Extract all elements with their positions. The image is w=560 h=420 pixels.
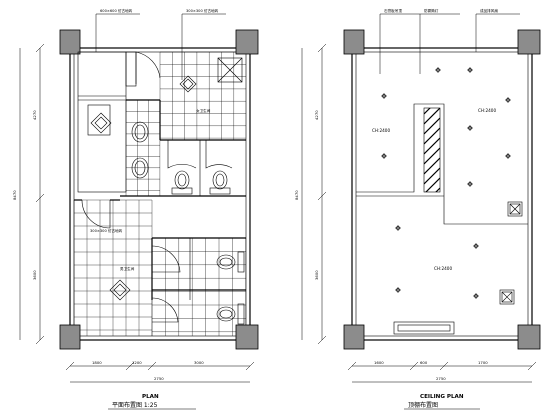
plan-dim-left-3: 3600 bbox=[32, 270, 37, 280]
plan-outer-wall bbox=[69, 47, 251, 341]
washbasin-1 bbox=[131, 121, 149, 143]
stall-door-4 bbox=[151, 297, 179, 323]
column-bottom-left bbox=[59, 324, 81, 350]
plan-dim-overall: 2750 bbox=[154, 376, 164, 381]
door-men bbox=[81, 199, 111, 229]
plan-dim-bottom-3: 3000 bbox=[194, 360, 204, 365]
door-entry-top bbox=[125, 51, 161, 87]
ceiling-dim-bottom-1: 1600 bbox=[374, 360, 384, 365]
ceiling-subtitle: 顶棚布置图 bbox=[408, 401, 438, 409]
ceiling-height-1: CH:2400 bbox=[372, 128, 390, 133]
column-top-left bbox=[59, 29, 81, 55]
ceiling-inner-wall bbox=[355, 51, 529, 337]
ceiling-dim-bottom-2: 600 bbox=[420, 360, 428, 365]
plan-dim-left-2: 8470 bbox=[12, 190, 17, 200]
ceiling-dim-left-3: 3600 bbox=[314, 270, 319, 280]
plan-callout-2: 300×300 仿古地砖 bbox=[186, 8, 219, 13]
stall-door-2 bbox=[205, 140, 233, 169]
floor-tile-grid bbox=[73, 51, 246, 336]
plan-subtitle: 平面布置图 1:25 bbox=[112, 401, 158, 409]
plan-dim-bottom-1: 1800 bbox=[92, 360, 102, 365]
toilet-1 bbox=[171, 170, 193, 195]
downlight-6 bbox=[505, 97, 511, 103]
downlight-12 bbox=[435, 67, 441, 73]
toilet-2 bbox=[209, 170, 231, 195]
toilet-4 bbox=[216, 303, 245, 325]
downlight-8 bbox=[395, 225, 401, 231]
ceiling-dim-overall: 2750 bbox=[436, 376, 446, 381]
column-bottom-right bbox=[235, 324, 259, 350]
exhaust-fan-1 bbox=[507, 201, 523, 217]
plant-decor-2 bbox=[179, 75, 197, 93]
ceiling-dim-left-1: 4270 bbox=[314, 110, 319, 120]
downlight-1 bbox=[381, 93, 387, 99]
washbasin-2 bbox=[131, 157, 149, 179]
plant-decor-1 bbox=[90, 112, 112, 134]
ceiling-outer-wall bbox=[351, 47, 533, 341]
ceiling-dim-left-2: 8470 bbox=[294, 190, 299, 200]
ceiling-column-bottom-left bbox=[343, 324, 365, 350]
column-top-right bbox=[235, 29, 259, 55]
plan-inner-wall bbox=[73, 51, 247, 337]
downlight-10 bbox=[395, 287, 401, 293]
ceiling-callout-1: 石膏板吊顶 bbox=[384, 8, 402, 13]
ceiling-callout-2: 防雾筒灯 bbox=[424, 8, 439, 13]
exhaust-fan-2 bbox=[499, 289, 515, 305]
room-label-women: 女卫生间 bbox=[196, 108, 211, 113]
plan-callout-3: 300×300 仿古地砖 bbox=[90, 228, 123, 233]
stall-door-1 bbox=[167, 140, 197, 169]
ceiling-title: CEILING PLAN bbox=[420, 394, 464, 400]
ceiling-height-3: CH:2400 bbox=[434, 266, 452, 271]
ceiling-height-2: CH:2400 bbox=[478, 108, 496, 113]
plan-dim-left-1: 4270 bbox=[32, 110, 37, 120]
vanity-counter bbox=[77, 51, 127, 193]
ceiling-callout-3: 成品排风扇 bbox=[480, 8, 498, 13]
ceiling-column-top-right bbox=[517, 29, 541, 55]
downlight-group bbox=[381, 67, 511, 299]
ceiling-column-bottom-right bbox=[517, 324, 541, 350]
downlight-3 bbox=[467, 67, 473, 73]
plan-dim-bottom-2: 1200 bbox=[132, 360, 142, 365]
toilet-3 bbox=[216, 251, 245, 273]
hatched-panel bbox=[423, 107, 441, 193]
ceiling-zone-line bbox=[356, 103, 528, 225]
downlight-11 bbox=[473, 293, 479, 299]
downlight-2 bbox=[381, 153, 387, 159]
downlight-4 bbox=[467, 125, 473, 131]
plant-decor-3 bbox=[109, 279, 131, 301]
stall-door-3 bbox=[151, 245, 181, 273]
room-label-men: 男卫生间 bbox=[120, 266, 135, 271]
ceiling-dim-bottom-3: 1700 bbox=[478, 360, 488, 365]
mirror-light-strip bbox=[393, 321, 455, 335]
floor-plan: 600×600 仿古地砖 300×300 仿古地砖 300×300 仿古地砖 女… bbox=[12, 8, 259, 410]
floor-drain-box bbox=[217, 57, 243, 83]
plan-title: PLAN bbox=[142, 394, 159, 400]
downlight-9 bbox=[473, 243, 479, 249]
ceiling-column-top-left bbox=[343, 29, 365, 55]
downlight-7 bbox=[505, 153, 511, 159]
downlight-5 bbox=[467, 181, 473, 187]
ceiling-plan: CH:2400 CH:2400 CH:2400 石膏板吊顶 防雾筒灯 成品排风扇… bbox=[294, 8, 541, 410]
plan-callout-1: 600×600 仿古地砖 bbox=[100, 8, 133, 13]
